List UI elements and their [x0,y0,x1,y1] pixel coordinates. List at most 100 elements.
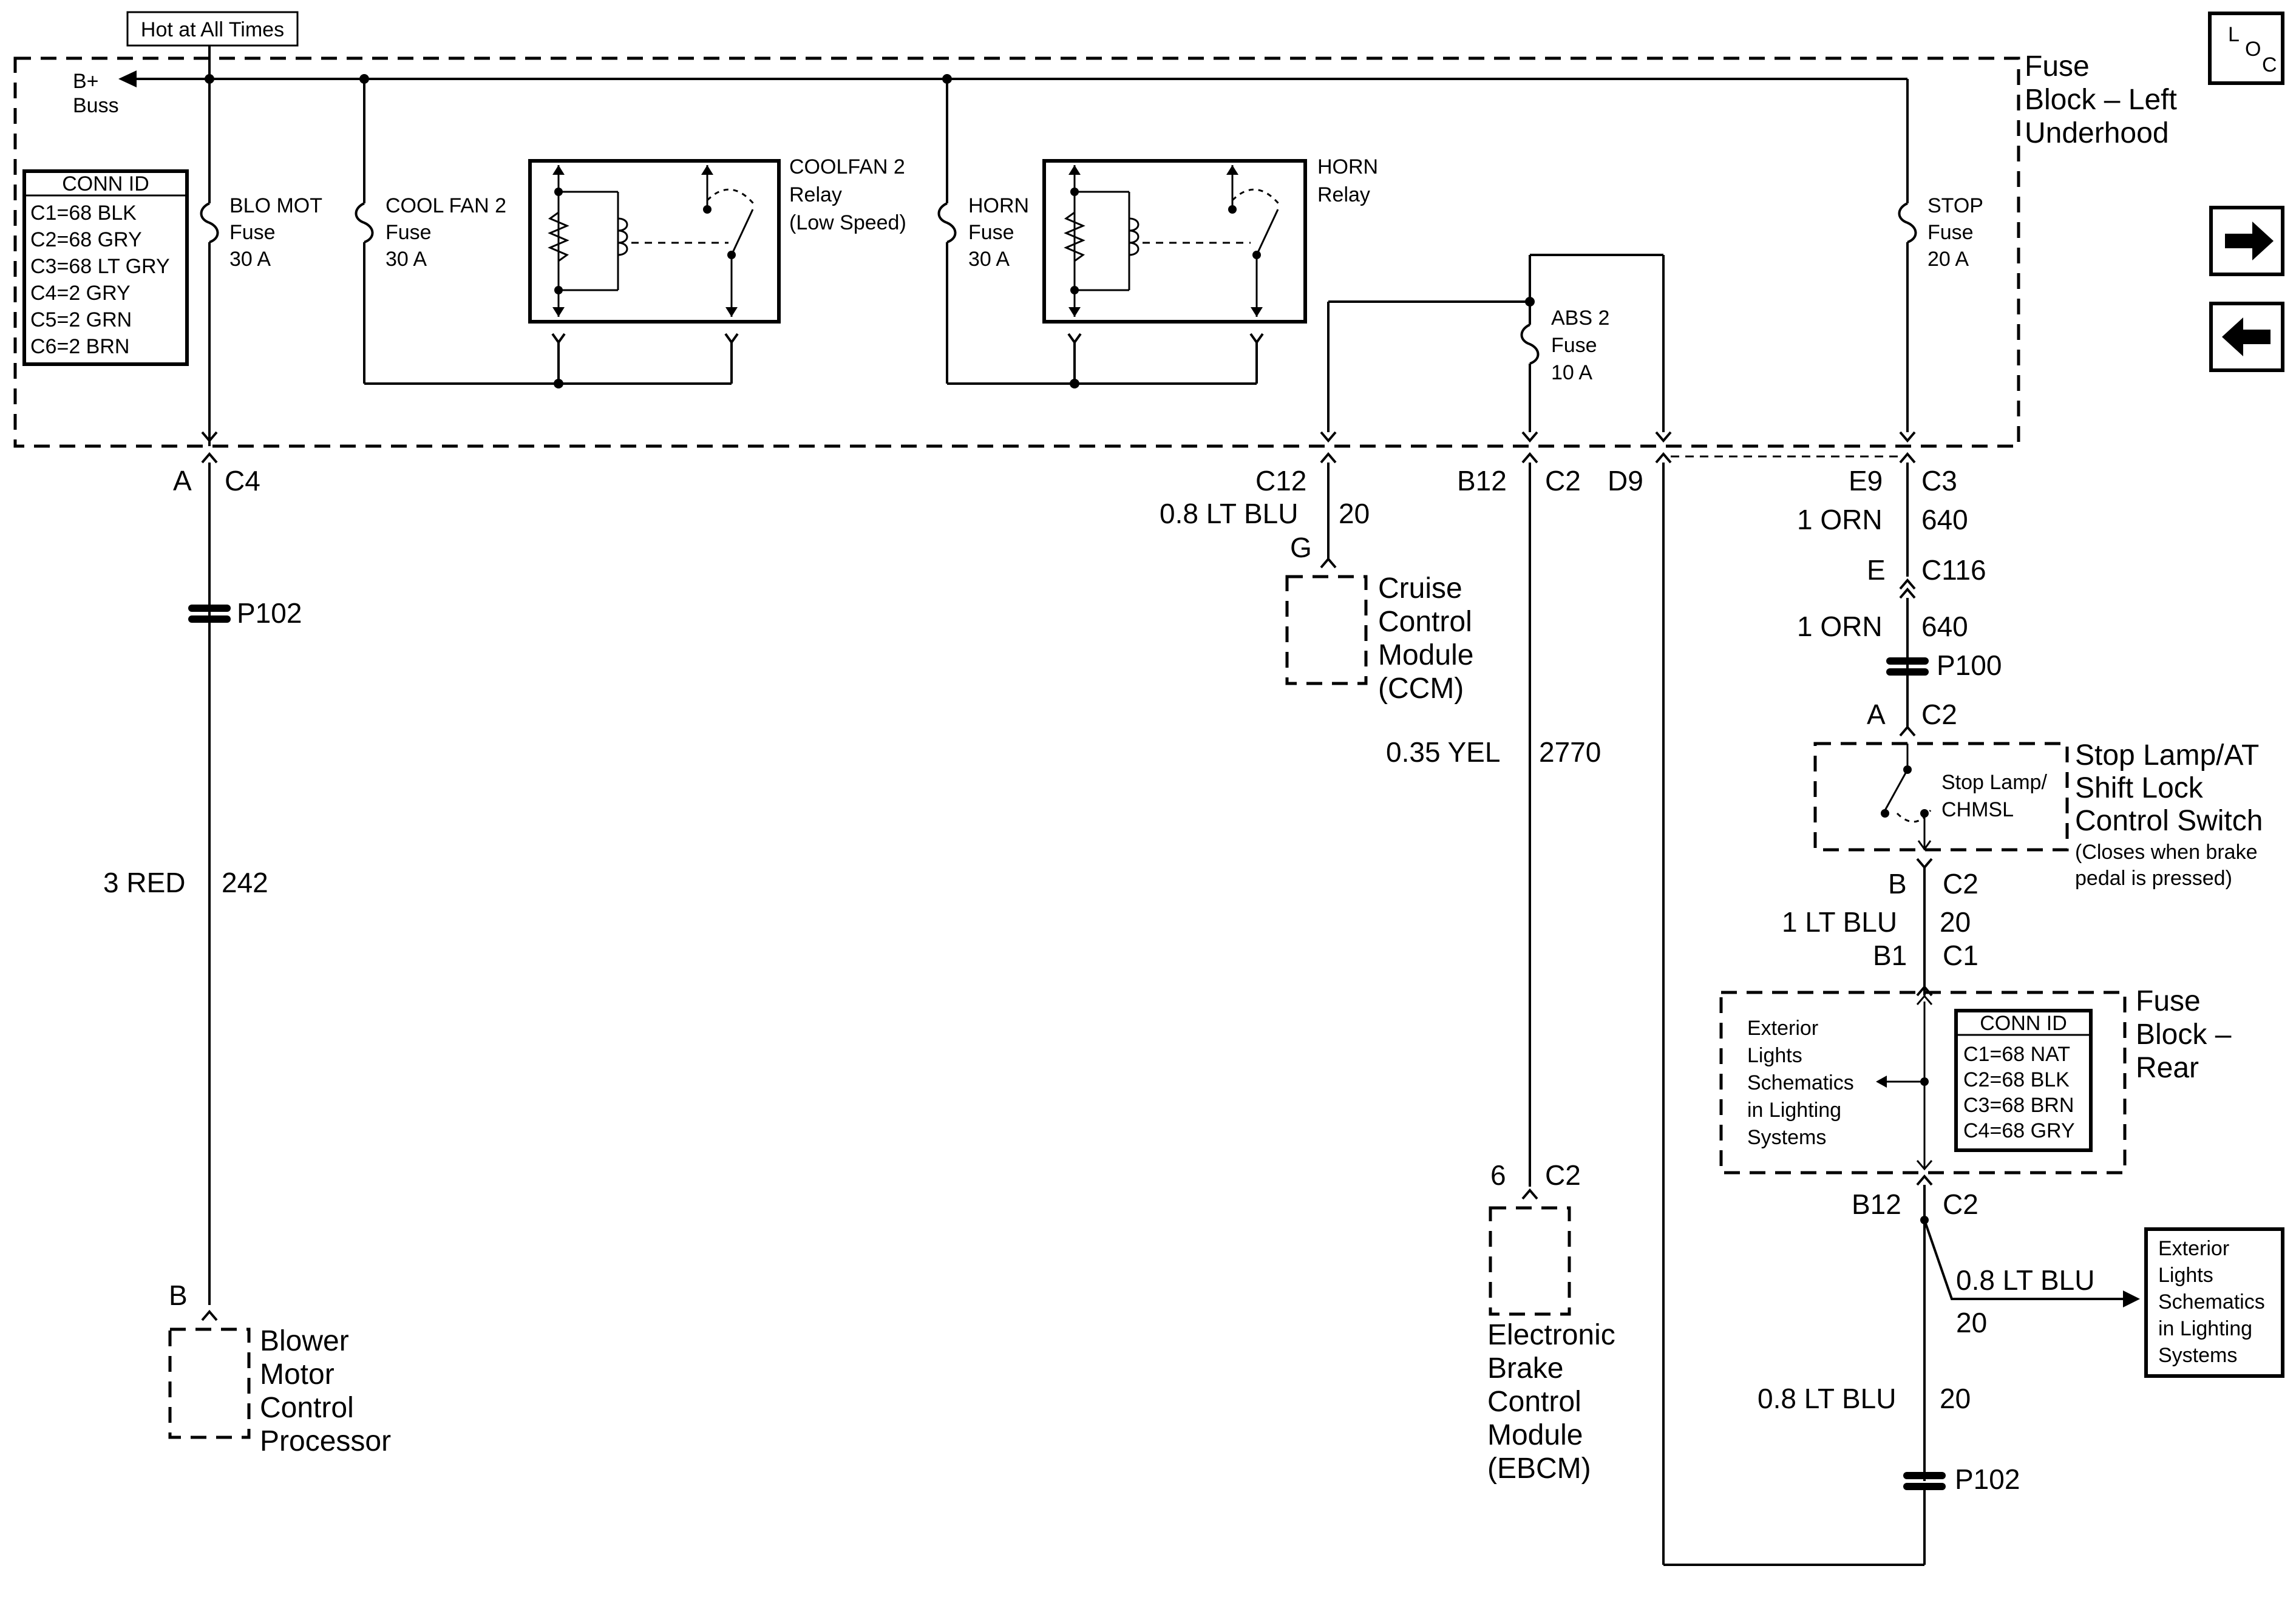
svg-text:L: L [2228,23,2240,46]
svg-text:G: G [1290,532,1312,563]
fuse-block-rear: Fuse Block – Rear Exterior Lights Schema… [1719,985,2232,1175]
abs-2-fuse: ABS 2 Fuse 10 A [1320,254,1672,443]
svg-text:Control: Control [260,1392,354,1424]
svg-text:C4=2 GRY: C4=2 GRY [30,282,131,305]
svg-text:Schematics: Schematics [1747,1071,1854,1094]
svg-text:30 A: 30 A [385,248,427,271]
svg-text:P102: P102 [237,597,302,629]
svg-text:(EBCM): (EBCM) [1487,1453,1591,1485]
svg-text:in Lighting: in Lighting [2158,1317,2252,1340]
svg-text:1 ORN: 1 ORN [1797,504,1883,535]
svg-text:C1=68 BLK: C1=68 BLK [30,202,137,225]
svg-text:C2: C2 [1943,1188,1978,1220]
svg-text:30 A: 30 A [968,248,1010,271]
svg-text:Control: Control [1378,606,1472,638]
svg-text:(CCM): (CCM) [1378,673,1464,705]
electronic-brake-control-module: Electronic Brake Control Module (EBCM) [1487,1206,1615,1485]
svg-text:Shift Lock: Shift Lock [2075,772,2204,804]
svg-text:Relay: Relay [1317,183,1370,206]
svg-text:B: B [169,1280,188,1311]
svg-text:Cruise: Cruise [1378,572,1462,605]
svg-text:1 LT BLU: 1 LT BLU [1782,906,1897,938]
svg-text:Fuse: Fuse [2025,50,2090,83]
arrow-left-icon[interactable] [2209,302,2284,372]
stop-fuse: STOP Fuse 20 A [1898,79,1983,443]
svg-text:COOL FAN 2: COOL FAN 2 [385,194,506,217]
svg-text:20: 20 [1940,906,1971,938]
svg-text:E: E [1867,554,1886,586]
svg-text:C2=68 BLK: C2=68 BLK [1963,1068,2070,1091]
svg-text:C116: C116 [1921,554,1986,586]
svg-text:Blower: Blower [260,1325,349,1357]
svg-text:C6=2 BRN: C6=2 BRN [30,335,129,358]
svg-text:A: A [173,465,192,497]
svg-text:C4=68 GRY: C4=68 GRY [1963,1119,2075,1142]
svg-text:0.8 LT BLU: 0.8 LT BLU [1956,1264,2094,1296]
svg-text:Schematics: Schematics [2158,1290,2265,1314]
svg-text:C5=2 GRN: C5=2 GRN [30,308,132,331]
svg-text:ABS 2: ABS 2 [1551,307,1609,330]
svg-text:C12: C12 [1255,465,1306,497]
loc-icon[interactable]: L O C [2208,12,2284,85]
svg-text:Relay: Relay [789,183,842,206]
conn-id-table-left: CONN ID C1=68 BLK C2=68 GRY C3=68 LT GRY… [22,169,189,366]
svg-text:BLO MOT: BLO MOT [229,194,322,217]
svg-text:in Lighting: in Lighting [1747,1099,1841,1122]
svg-text:20: 20 [1940,1383,1971,1414]
arrow-right-icon[interactable] [2209,206,2284,276]
conn-id-table-rear: CONN ID C1=68 NAT C2=68 BLK C3=68 BRN C4… [1954,1009,2093,1152]
circuit-20-rear-out: B12 C2 0.8 LT BLU 20 0.8 LT BLU 20 P102 [1758,1174,2140,1495]
svg-text:0.8 LT BLU: 0.8 LT BLU [1160,498,1298,529]
svg-text:Fuse: Fuse [2136,985,2201,1017]
svg-text:20: 20 [1956,1307,1987,1338]
svg-text:Lights: Lights [2158,1264,2213,1287]
svg-text:Module: Module [1378,639,1473,671]
svg-text:Control: Control [1487,1386,1581,1418]
blower-motor-control-processor: Blower Motor Control Processor [168,1325,391,1457]
svg-text:Block –: Block – [2136,1019,2232,1051]
svg-text:C2=68 GRY: C2=68 GRY [30,228,142,251]
svg-text:C1=68 NAT: C1=68 NAT [1963,1043,2070,1066]
svg-text:6: 6 [1490,1159,1506,1191]
svg-text:A: A [1867,699,1886,730]
svg-text:C2: C2 [1545,465,1581,497]
svg-text:D9: D9 [1608,465,1643,497]
svg-text:C1: C1 [1943,940,1978,971]
svg-text:C3=68 LT GRY: C3=68 LT GRY [30,255,170,278]
splice-p102-left: P102 [188,597,302,629]
svg-text:20: 20 [1339,498,1370,529]
left-circuit-242: A C4 P102 3 RED 242 B [103,431,302,1321]
svg-text:Control Switch: Control Switch [2075,805,2263,837]
svg-text:Electronic: Electronic [1487,1319,1615,1351]
svg-text:B1: B1 [1873,940,1907,971]
svg-text:Systems: Systems [1747,1126,1826,1149]
svg-text:Buss: Buss [73,94,119,117]
svg-text:Brake: Brake [1487,1352,1563,1385]
svg-text:Fuse: Fuse [968,221,1014,244]
blo-mot-fuse: BLO MOT Fuse 30 A [200,79,322,446]
svg-text:P102: P102 [1955,1463,2020,1495]
svg-text:Block – Left: Block – Left [2025,84,2177,116]
svg-text:2770: 2770 [1539,736,1601,768]
svg-text:640: 640 [1921,504,1968,535]
svg-text:Fuse: Fuse [229,221,276,244]
svg-text:C4: C4 [225,465,260,497]
circuit-20-switch-to-rear: B C2 1 LT BLU 20 B1 C1 [1782,858,1978,997]
cool-fan-2-fuse: COOL FAN 2 Fuse 30 A [355,79,732,385]
svg-text:CONN ID: CONN ID [1980,1012,2067,1035]
svg-text:Hot at All Times: Hot at All Times [141,18,284,41]
svg-text:20 A: 20 A [1927,248,1969,271]
svg-text:Systems: Systems [2158,1344,2237,1367]
svg-text:HORN: HORN [1317,155,1378,178]
svg-text:HORN: HORN [968,194,1029,217]
svg-text:E9: E9 [1849,465,1883,497]
svg-text:B: B [1888,868,1907,900]
svg-text:C2: C2 [1921,699,1957,730]
svg-text:B12: B12 [1852,1188,1901,1220]
svg-text:P100: P100 [1937,649,2002,681]
exterior-lights-schematics-box[interactable]: Exterior Lights Schematics in Lighting S… [2144,1227,2284,1378]
svg-text:CHMSL: CHMSL [1941,798,2014,821]
fuse-block-left-underhood: Fuse Block – Left Underhood [13,50,2177,448]
svg-text:(Closes when brake: (Closes when brake [2075,841,2257,864]
